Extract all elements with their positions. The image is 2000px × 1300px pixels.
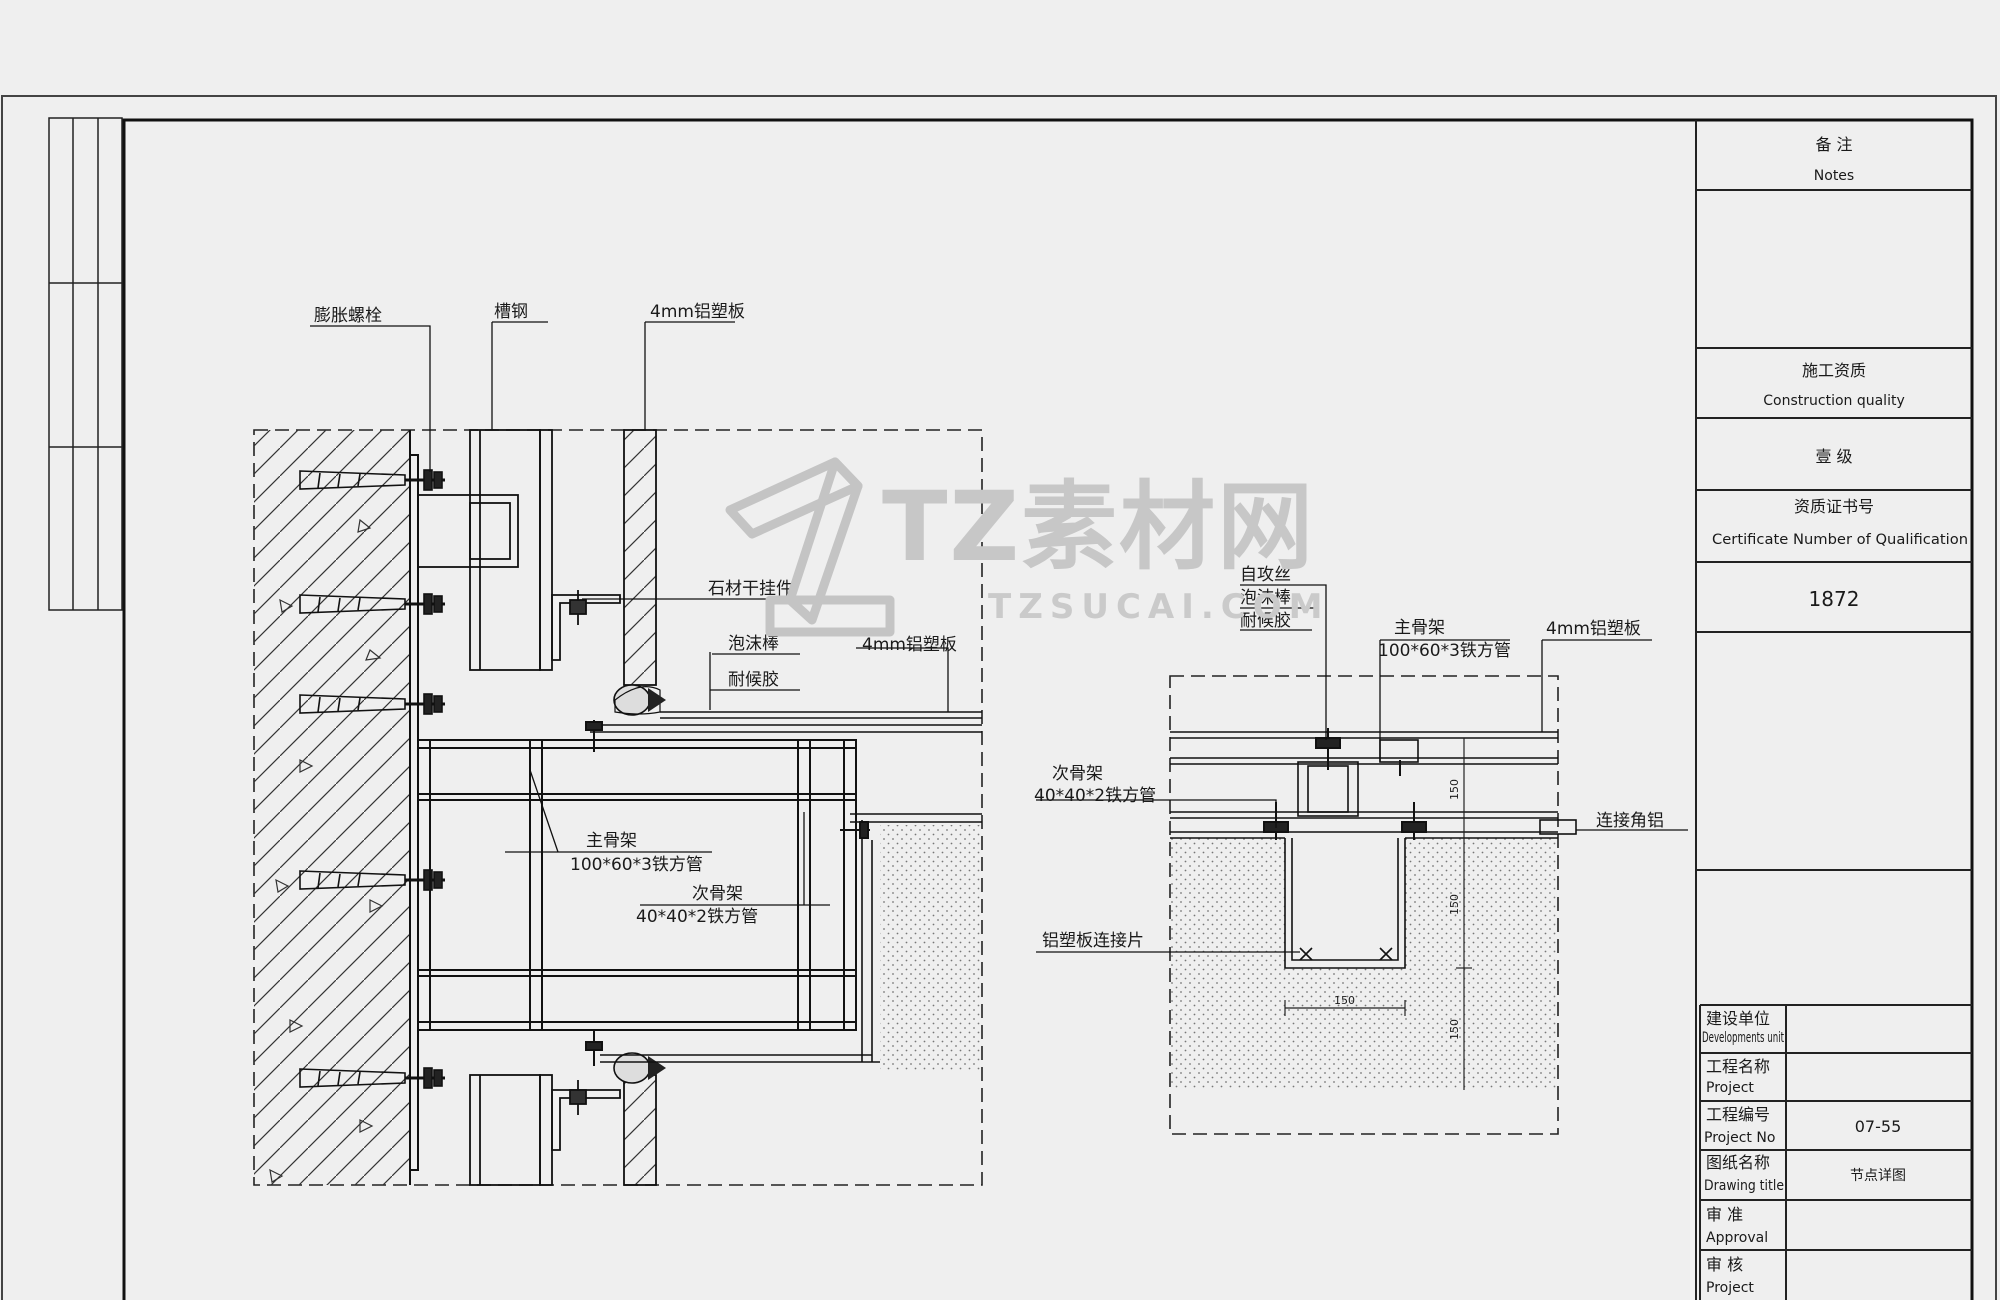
- tb-row-label-cn: 图纸名称: [1706, 1153, 1770, 1172]
- stone-panel: [623, 429, 657, 1186]
- label-panel-top: 4mm铝塑板: [650, 302, 745, 322]
- binding-strip: [48, 117, 123, 611]
- expansion-bolts: [299, 469, 445, 1089]
- right-leaders: [1036, 584, 1688, 953]
- insulation: [880, 825, 982, 1070]
- tb-row-label-en: Project: [1706, 1280, 1754, 1296]
- label-sealant-right: 耐候胶: [1240, 611, 1291, 631]
- label-main-frame-right: 主骨架: [1394, 618, 1445, 638]
- right-fasteners: [1263, 728, 1427, 840]
- tb-cert-number: 1872: [1809, 587, 1860, 611]
- label-foam-rod: 泡沫棒: [728, 634, 779, 654]
- tb-row-label-en: Drawing title: [1704, 1178, 1784, 1194]
- tb-row-label-cn: 审 准: [1706, 1205, 1743, 1224]
- aluminum-composite-panel: [590, 711, 982, 1063]
- label-panel-connector: 铝塑板连接片: [1042, 931, 1144, 951]
- label-foam-rod-right: 泡沫棒: [1240, 588, 1291, 608]
- label-sub-frame-right: 次骨架: [1052, 764, 1103, 784]
- label-sub-frame: 次骨架: [692, 884, 743, 904]
- tb-row-label-cn: 审 核: [1706, 1255, 1743, 1274]
- foam-rod-sealant: [613, 684, 666, 1084]
- label-expansion-bolt: 膨胀螺栓: [314, 306, 382, 326]
- label-sealant: 耐候胶: [728, 670, 779, 690]
- watermark: TZ素材网 TZSUCAI.COM: [725, 457, 1329, 637]
- main-frame-tube: [417, 739, 857, 1031]
- tb-row-label-cn: 工程编号: [1706, 1105, 1770, 1124]
- tb-row-label-en: Approval: [1706, 1230, 1768, 1246]
- label-main-frame-spec: 100*60*3铁方管: [570, 855, 703, 875]
- tb-row-label-cn: 工程名称: [1706, 1057, 1770, 1076]
- dim-2: 150: [1448, 894, 1461, 915]
- dim-4: 150: [1334, 994, 1355, 1007]
- right-panels: [1170, 731, 1577, 969]
- tb-cert-cn: 资质证书号: [1794, 497, 1874, 516]
- stone-hanger: [539, 429, 621, 1186]
- screw-fasteners: [585, 720, 870, 1066]
- tb-row-label-en: Project No: [1704, 1130, 1775, 1146]
- right-detail: 150 150 150 150 自攻丝 泡沫棒 耐候胶 主骨架 100*60*3…: [1034, 565, 1688, 1135]
- label-stone-hanger: 石材干挂件: [708, 579, 793, 599]
- tb-row-label-en: Developments unit: [1702, 1030, 1784, 1046]
- label-channel-steel: 槽钢: [494, 302, 528, 322]
- label-angle-aluminum: 连接角铝: [1596, 811, 1664, 831]
- dim-1: 150: [1448, 779, 1461, 800]
- tb-grade-cn: 壹 级: [1815, 447, 1852, 466]
- tb-notes-en: Notes: [1814, 168, 1854, 184]
- right-dimensions: [1284, 738, 1472, 1090]
- watermark-url: TZSUCAI.COM: [988, 587, 1329, 627]
- label-main-frame-spec-right: 100*60*3铁方管: [1378, 641, 1511, 661]
- inner-frame: [122, 118, 1974, 1300]
- tb-row-label-en: Project: [1706, 1080, 1754, 1096]
- title-block: 备 注 Notes 施工资质 Construction quality 壹 级 …: [1695, 120, 1972, 1300]
- label-main-frame: 主骨架: [586, 831, 637, 851]
- tb-notes-cn: 备 注: [1815, 135, 1852, 154]
- left-detail: 膨胀螺栓 槽钢 4mm铝塑板 石材干挂件 泡沫棒 4mm铝塑板 耐候胶 主骨架 …: [253, 302, 983, 1186]
- dim-3: 150: [1448, 1019, 1461, 1040]
- tb-row-value: 节点详图: [1850, 1168, 1906, 1184]
- label-screw: 自攻丝: [1240, 565, 1291, 585]
- outer-frame: [1, 95, 1997, 1300]
- label-panel-right: 4mm铝塑板: [1546, 619, 1641, 639]
- label-panel-mid: 4mm铝塑板: [862, 635, 957, 655]
- right-insulation: [1170, 838, 1558, 1090]
- tb-quality-cn: 施工资质: [1802, 361, 1866, 380]
- tb-cert-en: Certificate Number of Qualification: [1712, 532, 1968, 548]
- tb-row-label-cn: 建设单位: [1706, 1009, 1770, 1028]
- embed-plate: [409, 454, 419, 1171]
- watermark-brand: TZ素材网: [882, 471, 1315, 583]
- tb-row-value: 07-55: [1855, 1117, 1902, 1136]
- watermark-logo-icon: [725, 457, 895, 637]
- label-sub-frame-spec: 40*40*2铁方管: [636, 907, 758, 927]
- tb-quality-en: Construction quality: [1763, 393, 1904, 409]
- label-sub-frame-spec-right: 40*40*2铁方管: [1034, 786, 1156, 806]
